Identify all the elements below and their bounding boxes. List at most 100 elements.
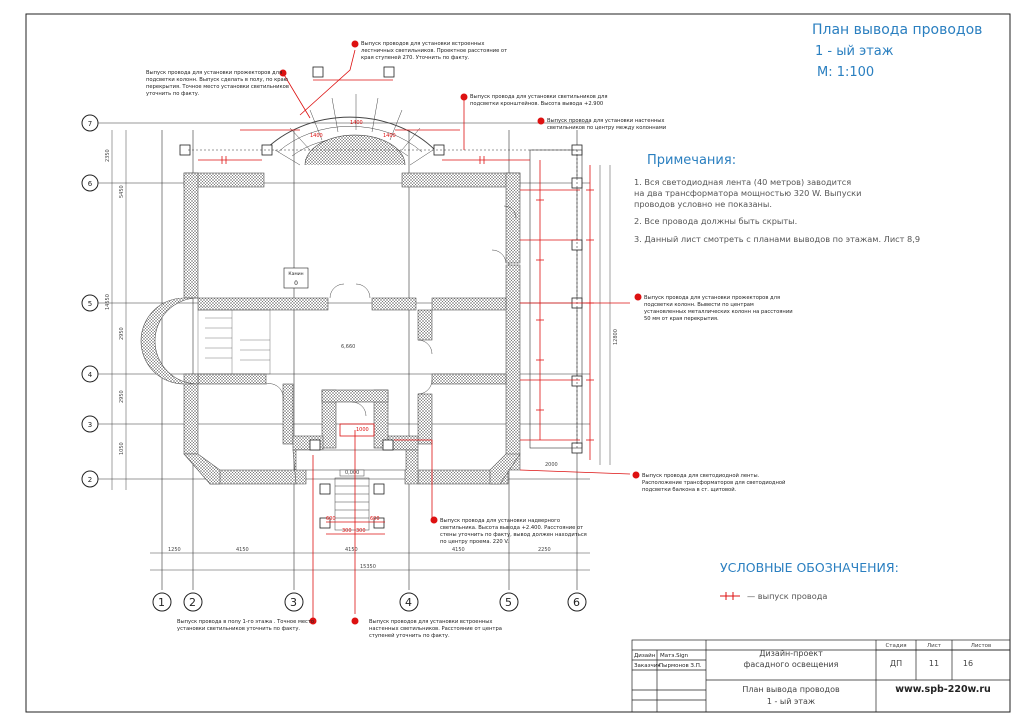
red-dim-text: 600 [326, 516, 336, 522]
red-dimension-labels: 1400 1400 1400 600 300 300 600 1000 [310, 120, 396, 534]
wire-outlet-symbol [720, 592, 740, 600]
room-value: 0 [294, 280, 298, 287]
notes-heading: Примечания: [647, 153, 736, 168]
dim-text: 4150 [345, 547, 358, 553]
note-line: 2. Все провода должны быть скрыты. [634, 216, 797, 226]
dimension-labels: 1250 4150 4150 4150 2250 15350 2350 5450… [105, 149, 619, 570]
axis-label: 4 [88, 371, 93, 379]
sheet-floor: 1 - ый этаж [815, 44, 894, 59]
callout-line: уточнить по факту. [146, 91, 200, 97]
callout-line: Выпуск провода в полу 1-го этажа . Точно… [177, 619, 314, 625]
callout-line: подсветки кронштейнов. Высота вывода +2.… [470, 100, 603, 107]
callout-line: установленных металлических колонн на ра… [644, 309, 793, 315]
stamp-label: Дизайн [634, 652, 656, 659]
callout-line: Выпуск проводов для установки встроенных [361, 41, 484, 47]
callout-line: светильников по центру между колоннами [547, 125, 666, 131]
callout-line: Выпуск провода для установки прожекторов… [644, 295, 780, 301]
level-mark: 6,660 [341, 344, 355, 350]
callout-line: Выпуск проводов для установки встроенных [369, 619, 492, 625]
callout-markers [279, 40, 642, 625]
stamp-col-value: 16 [963, 659, 973, 668]
callout-d: Выпуск провода для установки настенных с… [547, 118, 666, 131]
axis-label: 6 [88, 180, 93, 188]
front-steps [334, 469, 370, 531]
room-name: Камин [288, 271, 303, 277]
red-dim-text: 1000 [356, 427, 369, 433]
dim-text: 2000 [545, 462, 558, 468]
level-mark: 0,000 [345, 470, 359, 476]
stamp-value: Пырмонов З.П. [659, 663, 702, 669]
callout-line: лестничных светильников. Проектное расст… [361, 48, 507, 54]
red-dim-text: 300 [342, 528, 352, 534]
red-dim-text: 1400 [350, 120, 363, 126]
axis-label: 2 [88, 476, 92, 484]
stamp-website: www.spb-220w.ru [895, 684, 991, 695]
callout-line: подсветки колонн. Вывести по центрам [644, 302, 754, 308]
front-curved-stair [264, 94, 436, 166]
axis-label: 3 [88, 421, 92, 429]
red-dim-text: 1400 [310, 133, 323, 139]
callout-line: установки светильников уточнить по факту… [177, 626, 300, 632]
stamp-col-value: 11 [929, 659, 939, 668]
red-dim-text: 1400 [383, 133, 396, 139]
fireplace-marker: Камин 0 [283, 267, 309, 289]
callout-line: стены уточнить по факту, вывод должен на… [440, 532, 587, 538]
building-walls [183, 172, 521, 485]
legend-block: УСЛОВНЫЕ ОБОЗНАЧЕНИЯ: — выпуск провода [720, 560, 899, 601]
callout-f: Выпуск провода для светодиодной ленты. Р… [642, 472, 785, 493]
axis-label: 7 [88, 120, 92, 128]
callout-e: Выпуск провода для установки прожекторов… [644, 295, 793, 322]
axis-label: 3 [290, 596, 297, 609]
stamp-project: Дизайн-проект [759, 649, 823, 658]
left-stair-tower [140, 297, 271, 385]
dim-text: 2950 [119, 327, 125, 340]
dim-text: 2950 [119, 390, 125, 403]
dimension-lines [111, 130, 611, 571]
notes-block: Примечания: 1. Вся светодиодная лента (4… [634, 153, 920, 244]
axis-label: 5 [88, 300, 92, 308]
stamp-sheet-title: План вывода проводов [742, 685, 840, 694]
legend-item: — выпуск провода [747, 591, 827, 601]
callout-line: перекрытия. Точное место установки свети… [146, 84, 289, 90]
dim-text: 5450 [119, 185, 125, 198]
stamp-col-head: Лист [927, 643, 942, 649]
doors [265, 205, 517, 417]
callout-line: ступеней уточнить по факту. [369, 632, 450, 639]
axis-label: 1 [158, 596, 165, 609]
callout-g: Выпуск провода для установки надверного … [440, 518, 587, 545]
callout-line: края ступеней 270. Уточнить по факту. [361, 54, 470, 61]
dim-text: 2250 [538, 547, 551, 553]
callout-line: светильника. Высота вывода +2.400. Расст… [440, 525, 583, 531]
stamp-col-head: Стадия [885, 643, 906, 649]
note-line: проводов условно не показаны. [634, 199, 772, 209]
callout-line: Выпуск провода для установки настенных [547, 118, 664, 124]
note-line: 3. Данный лист смотреть с планами выводо… [634, 234, 920, 244]
note-line: на два трансформатора мощностью 320 W. В… [634, 188, 861, 198]
axis-label: 4 [405, 596, 412, 609]
red-dim-text: 300 [356, 528, 366, 534]
column-axis-markers: 1 2 3 4 5 6 [152, 592, 587, 612]
note-line: 1. Вся светодиодная лента (40 метров) за… [634, 177, 851, 187]
title-block [631, 639, 1011, 713]
dim-text: 4150 [236, 547, 249, 553]
stamp-col-value: ДП [890, 659, 902, 668]
callout-line: Выпуск провода для установки светильнико… [470, 94, 608, 100]
sheet-scale: М: 1:100 [817, 65, 874, 80]
stamp-project: фасадного освещения [744, 660, 839, 669]
callout-line: по центру проема. 220 V. [440, 539, 509, 545]
dim-text: 15350 [360, 564, 376, 570]
callout-line: Выпуск провода для светодиодной ленты. [642, 472, 760, 479]
stamp-sheet-title: 1 - ый этаж [767, 697, 815, 706]
row-axis-markers: 7 6 5 4 3 2 [81, 114, 99, 488]
stamp-label: Заказчик [634, 663, 661, 669]
title-block-text: Дизайн Матэ.Sign Заказчик Пырмонов З.П. … [634, 643, 991, 706]
callout-line: Выпуск провода для установки надверного [440, 518, 560, 524]
axis-label: 6 [573, 596, 580, 609]
wire-outlet-ticks [221, 156, 594, 441]
callout-line: подсветки балкона в ст. щитовой. [642, 486, 737, 493]
balcony-railing [188, 149, 583, 449]
callout-a: Выпуск проводов для установки встроенных… [361, 41, 507, 61]
legend-heading: УСЛОВНЫЕ ОБОЗНАЧЕНИЯ: [720, 560, 899, 575]
sheet-frame [25, 13, 1011, 713]
callout-line: подсветки колонн. Выпуск сделать в полу,… [146, 77, 289, 83]
